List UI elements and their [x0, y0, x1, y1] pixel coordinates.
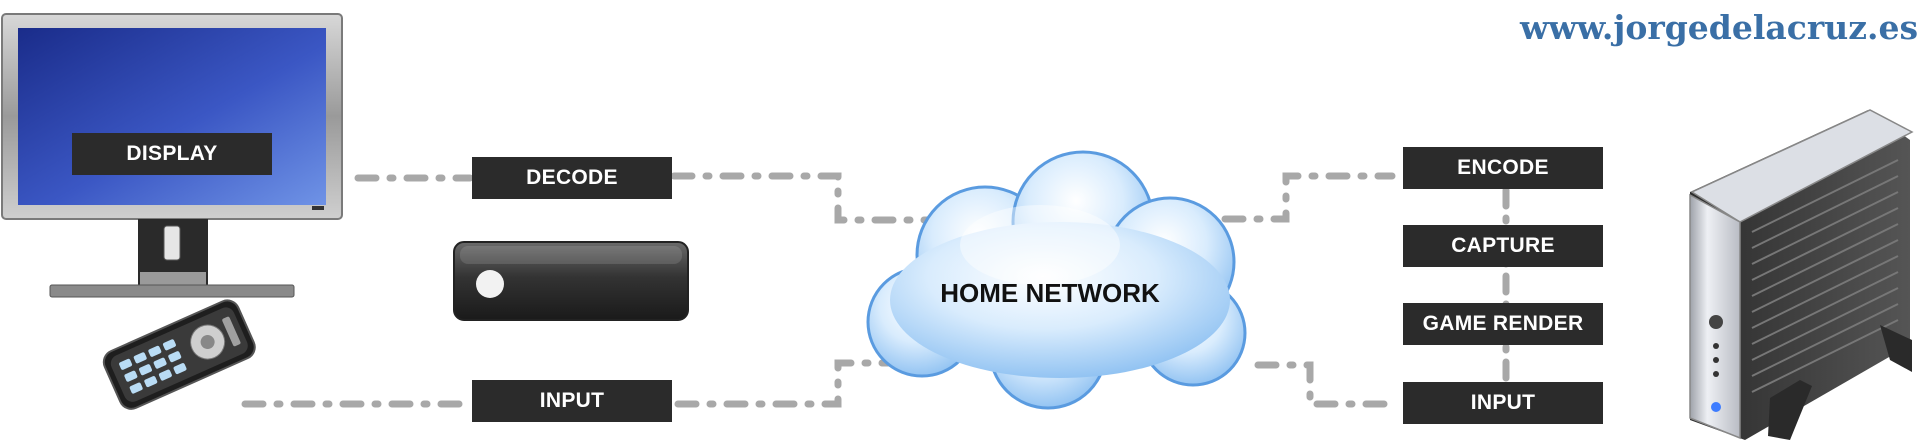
display-label: DISPLAY [72, 133, 272, 175]
decode-label: DECODE [472, 157, 672, 199]
connector-cloud-encode [1172, 172, 1396, 223]
website-url[interactable]: www.jorgedelacruz.es [1520, 8, 1919, 47]
connector-decode-cloud [670, 172, 934, 224]
connector-lines [241, 172, 1510, 408]
input-label-client: INPUT [472, 380, 672, 422]
capture-label: CAPTURE [1403, 225, 1603, 267]
server-icon [1689, 109, 1914, 440]
game-render-label: GAME RENDER [1403, 303, 1603, 345]
connector-cloud-input [1254, 361, 1396, 408]
connector-input-cloud [674, 359, 892, 408]
home-network-label: HOME NETWORK [940, 278, 1160, 308]
cloud-icon [866, 150, 1247, 410]
remote-control-icon [102, 299, 256, 410]
input-label-server: INPUT [1403, 382, 1603, 424]
encode-label: ENCODE [1403, 147, 1603, 189]
set-top-box-icon [453, 241, 689, 321]
